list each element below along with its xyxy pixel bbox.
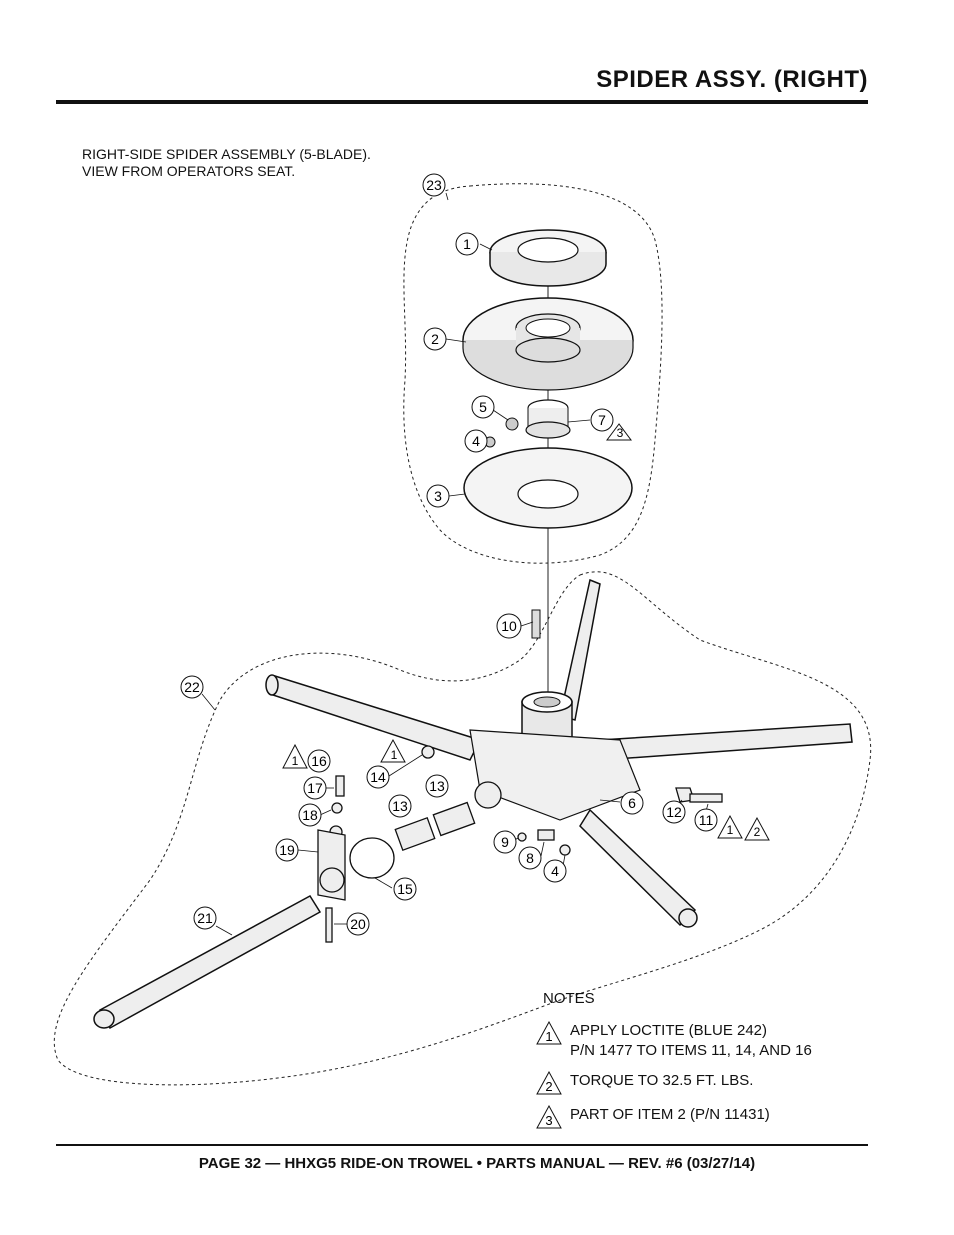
note-triangle-icon: 1	[536, 1021, 562, 1045]
svg-text:16: 16	[311, 753, 327, 769]
svg-text:23: 23	[426, 177, 442, 193]
callout-11-note-1-triangle: 1	[717, 814, 743, 839]
svg-text:3: 3	[545, 1113, 552, 1128]
svg-text:11: 11	[699, 812, 714, 828]
notes-heading: NOTES	[543, 990, 595, 1007]
svg-text:7: 7	[598, 412, 606, 428]
svg-text:15: 15	[397, 881, 413, 897]
key-part	[531, 609, 541, 639]
lower-plate-part	[463, 447, 633, 529]
caption-line-2: VIEW FROM OPERATORS SEAT.	[82, 163, 296, 179]
callout-14: 14	[366, 765, 390, 789]
callout-3: 3	[426, 484, 450, 508]
callout-2: 2	[423, 327, 447, 351]
svg-text:2: 2	[754, 825, 761, 839]
svg-text:20: 20	[350, 916, 366, 932]
svg-text:1: 1	[463, 236, 471, 252]
callout-4-upper: 4	[464, 429, 488, 453]
callout-18: 18	[298, 803, 322, 827]
svg-text:13: 13	[429, 778, 445, 794]
page-footer: PAGE 32 — HHXG5 RIDE-ON TROWEL • PARTS M…	[198, 1155, 756, 1172]
svg-text:1: 1	[545, 1029, 552, 1044]
svg-text:17: 17	[307, 780, 323, 796]
group-outline-lower	[53, 571, 872, 1086]
callout-11: 11	[694, 808, 718, 832]
callout-note-3-triangle: 3	[606, 423, 632, 441]
note-1-line-1: APPLY LOCTITE (BLUE 242)	[570, 1022, 768, 1039]
callout-8: 8	[518, 846, 542, 870]
svg-text:19: 19	[279, 842, 295, 858]
svg-text:2: 2	[545, 1079, 552, 1094]
svg-text:9: 9	[501, 834, 509, 850]
page-title: SPIDER ASSY. (RIGHT)	[596, 66, 868, 93]
callout-10: 10	[496, 613, 522, 639]
svg-text:21: 21	[197, 910, 213, 926]
callout-6: 6	[620, 791, 644, 815]
svg-text:12: 12	[666, 804, 682, 820]
callout-1: 1	[455, 232, 479, 256]
svg-text:3: 3	[617, 426, 624, 440]
sleeve-part	[525, 399, 571, 439]
note-3-line-1: PART OF ITEM 2 (P/N 11431)	[570, 1106, 770, 1123]
svg-text:18: 18	[302, 807, 318, 823]
svg-text:14: 14	[370, 769, 386, 785]
callout-23: 23	[422, 173, 446, 197]
svg-text:6: 6	[628, 795, 636, 811]
svg-text:22: 22	[184, 679, 200, 695]
callout-7: 7	[590, 408, 614, 432]
collar-part	[489, 229, 607, 287]
callout-13-left: 13	[388, 794, 412, 818]
callout-4-lower: 4	[543, 859, 567, 883]
svg-text:4: 4	[472, 433, 480, 449]
note-2-line-1: TORQUE TO 32.5 FT. LBS.	[570, 1072, 754, 1089]
spider-arms	[93, 578, 853, 1030]
group-outline-upper	[403, 183, 663, 564]
fitting-parts	[484, 417, 519, 448]
callout-11-note-2-triangle: 2	[744, 816, 770, 841]
callout-15: 15	[393, 877, 417, 901]
note-2: 2 TORQUE TO 32.5 FT. LBS.	[536, 1071, 812, 1095]
callout-13-right: 13	[425, 774, 449, 798]
svg-text:1: 1	[292, 754, 299, 768]
svg-text:4: 4	[551, 863, 559, 879]
footer-rule	[56, 1144, 868, 1146]
arm-hardware	[317, 745, 723, 943]
callout-markers: 23 1 2 5 7 3 4 3 10 22 16 1 17 14 1 13 1…	[180, 173, 770, 936]
callout-16: 16	[307, 749, 331, 773]
callout-20: 20	[346, 912, 370, 936]
svg-text:1: 1	[727, 823, 734, 837]
caption-line-1: RIGHT-SIDE SPIDER ASSEMBLY (5-BLADE).	[82, 146, 371, 162]
svg-text:8: 8	[526, 850, 534, 866]
notes-section: NOTES 1 APPLY LOCTITE (BLUE 242) P/N 147…	[536, 990, 812, 1139]
header-rule	[56, 100, 868, 104]
svg-text:3: 3	[434, 488, 442, 504]
note-1: 1 APPLY LOCTITE (BLUE 242) P/N 1477 TO I…	[536, 1021, 812, 1061]
callout-22: 22	[180, 675, 204, 699]
note-triangle-icon: 3	[536, 1105, 562, 1129]
svg-text:5: 5	[479, 399, 487, 415]
callout-17: 17	[303, 776, 327, 800]
svg-text:13: 13	[392, 798, 408, 814]
callout-19: 19	[275, 838, 299, 862]
callout-9: 9	[493, 830, 517, 854]
callout-12: 12	[662, 800, 686, 824]
note-1-line-2: P/N 1477 TO ITEMS 11, 14, AND 16	[570, 1042, 812, 1059]
note-triangle-icon: 2	[536, 1071, 562, 1095]
svg-text:1: 1	[391, 748, 398, 762]
callout-16-note-triangle: 1	[282, 743, 308, 769]
upper-plate-part	[462, 297, 634, 391]
note-3: 3 PART OF ITEM 2 (P/N 11431)	[536, 1105, 812, 1129]
spider-hub	[469, 691, 641, 821]
diagram-caption: RIGHT-SIDE SPIDER ASSEMBLY (5-BLADE). VI…	[82, 146, 371, 180]
svg-text:2: 2	[431, 331, 439, 347]
callout-5: 5	[471, 395, 495, 419]
svg-text:10: 10	[501, 618, 517, 634]
callout-21: 21	[193, 906, 217, 930]
callout-14-note-triangle: 1	[380, 738, 406, 763]
